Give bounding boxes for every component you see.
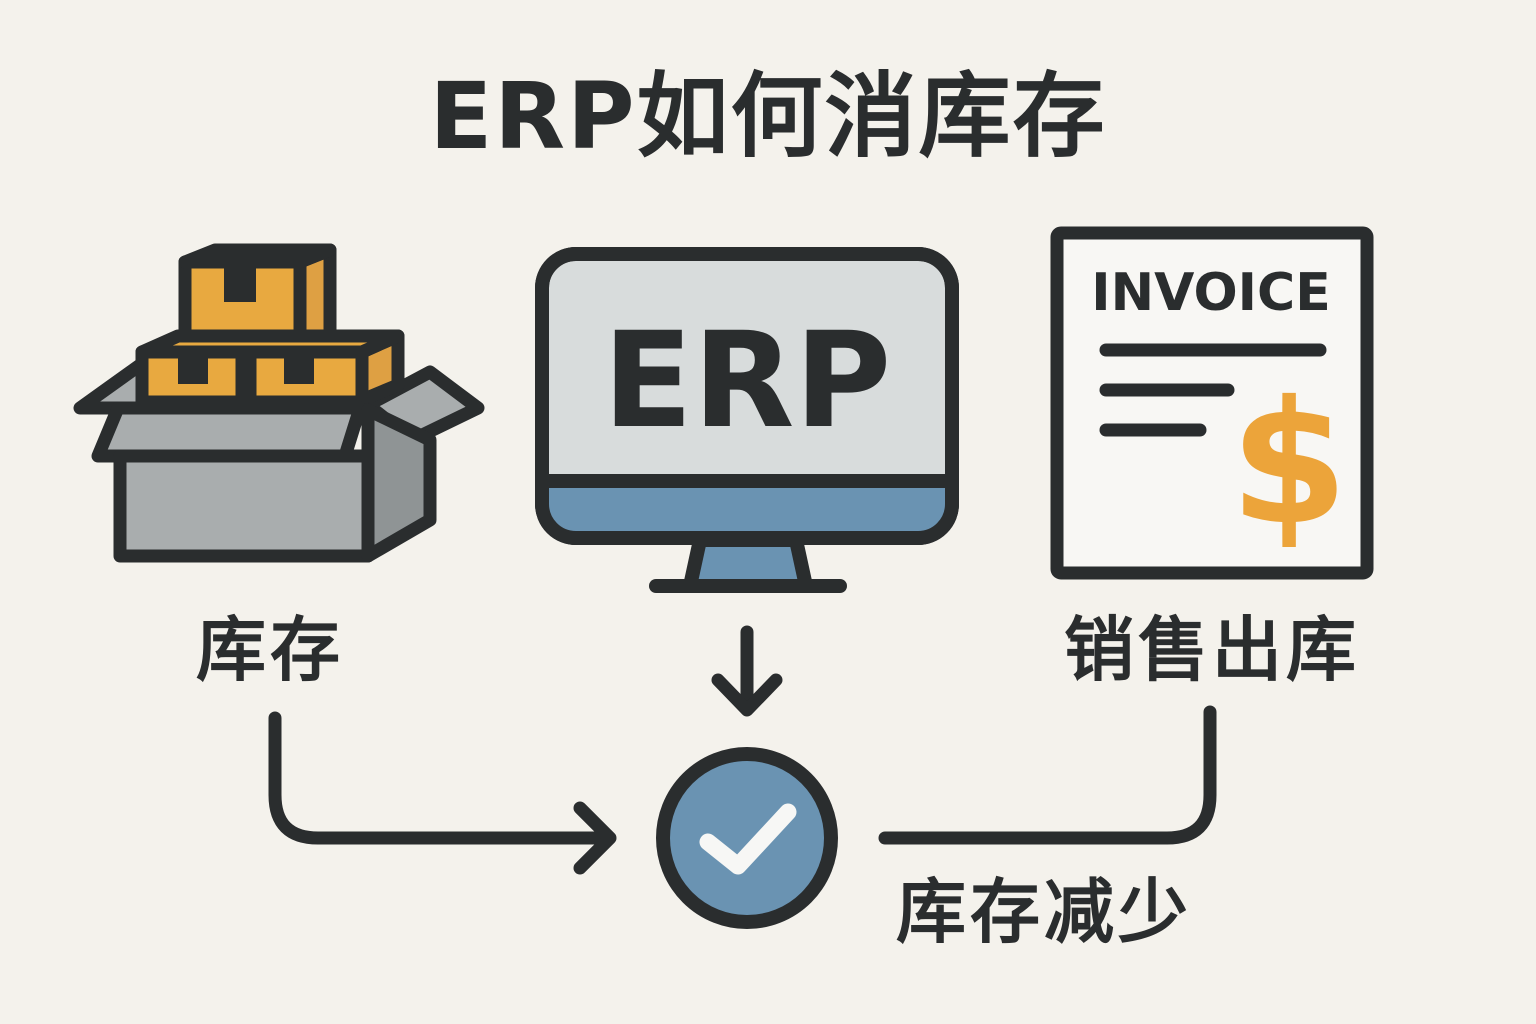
check-circle-icon	[656, 747, 838, 929]
box-side	[361, 403, 437, 563]
box-front-lid	[91, 401, 367, 463]
box-front	[113, 449, 375, 563]
connector-sales-to-result	[878, 705, 1217, 845]
arrowhead-inventory	[573, 801, 617, 875]
dollar-sign-icon: $	[1230, 365, 1348, 563]
invoice-title: INVOICE	[1091, 263, 1330, 323]
connector-inventory-to-result	[268, 711, 611, 845]
arrowhead-erp	[711, 673, 783, 717]
inventory-label: 库存	[196, 609, 344, 691]
computer-monitor-icon	[535, 247, 959, 593]
invoice-paper	[1050, 226, 1374, 580]
erp-screen-text: ERP	[603, 304, 892, 458]
monitor-chin	[549, 487, 945, 531]
invoice-document-icon	[1050, 226, 1374, 580]
inventory-decrease-label: 库存减少	[896, 871, 1192, 953]
package-tape	[178, 352, 208, 384]
package-top-lid	[178, 243, 337, 269]
open-box-with-packages-icon	[73, 243, 485, 563]
checkmark-icon	[699, 803, 797, 875]
package-tape	[284, 352, 314, 384]
package-tape	[224, 262, 256, 302]
monitor-outline	[535, 247, 959, 545]
diagram-title: ERP如何消库存	[429, 63, 1107, 170]
sales-outbound-label: 销售出库	[1064, 609, 1360, 691]
package-bottom-lid	[135, 329, 405, 359]
